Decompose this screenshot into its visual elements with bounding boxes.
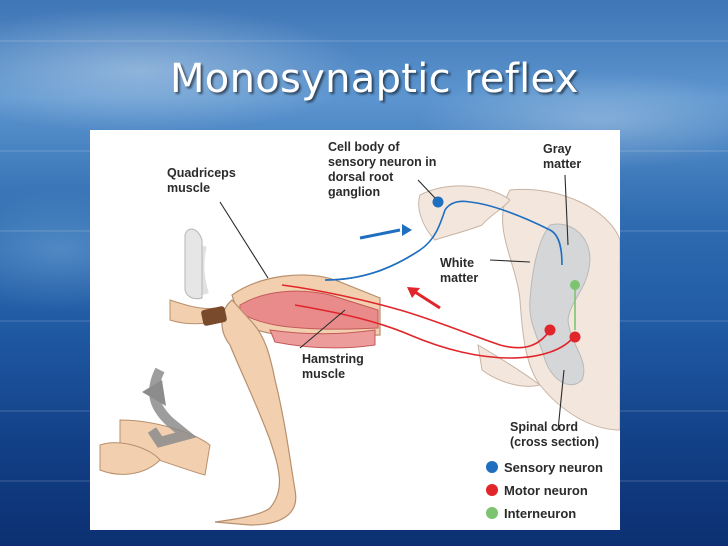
white-matter-label: White matter (440, 256, 478, 286)
legend-motor-neuron: Motor neuron (486, 483, 588, 499)
motor-neuron-dot-icon (486, 484, 498, 496)
slide-title: Monosynaptic reflex (170, 56, 579, 102)
reflex-figure: Quadriceps muscle Cell body of sensory n… (90, 130, 620, 530)
sensory-neuron-dot-icon (486, 461, 498, 473)
quadriceps-muscle-label: Quadriceps muscle (167, 166, 236, 196)
cell-body-label: Cell body of sensory neuron in dorsal ro… (328, 140, 436, 200)
legend-sensory-neuron: Sensory neuron (486, 460, 603, 476)
hamstring-muscle-label: Hamstring muscle (302, 352, 364, 382)
legend-interneuron: Interneuron (486, 506, 576, 522)
slide-footer (394, 512, 406, 528)
interneuron-dot-icon (486, 507, 498, 519)
spinal-cord-cross-section (419, 186, 620, 430)
spinal-cord-label: Spinal cord (cross section) (510, 420, 599, 450)
gray-matter-label: Gray matter (543, 142, 581, 172)
